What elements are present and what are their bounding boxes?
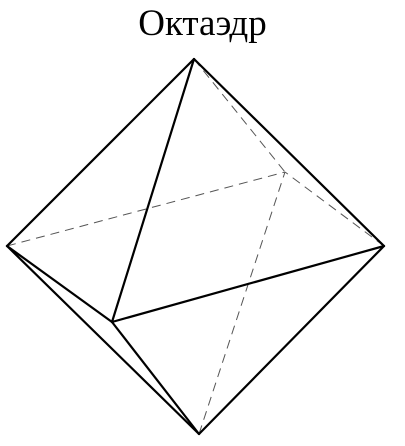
edge-front-bottom (110, 320, 201, 436)
hidden-edge-top-back (193, 58, 286, 173)
edge-front-right (110, 244, 386, 324)
edge-right-bottom (197, 244, 386, 436)
hidden-edge-bottom-back (198, 171, 286, 435)
edge-left-front (5, 244, 114, 324)
hidden-edge-right-back (284, 171, 385, 247)
edge-left-bottom (5, 244, 201, 436)
diagram-title: Октаэдр (138, 3, 267, 44)
hidden-edges (6, 58, 385, 435)
edge-top-left (5, 57, 196, 248)
edge-top-front (110, 57, 196, 324)
hidden-edge-left-back (6, 171, 286, 247)
edge-top-right (192, 57, 386, 248)
visible-edges (5, 57, 386, 436)
